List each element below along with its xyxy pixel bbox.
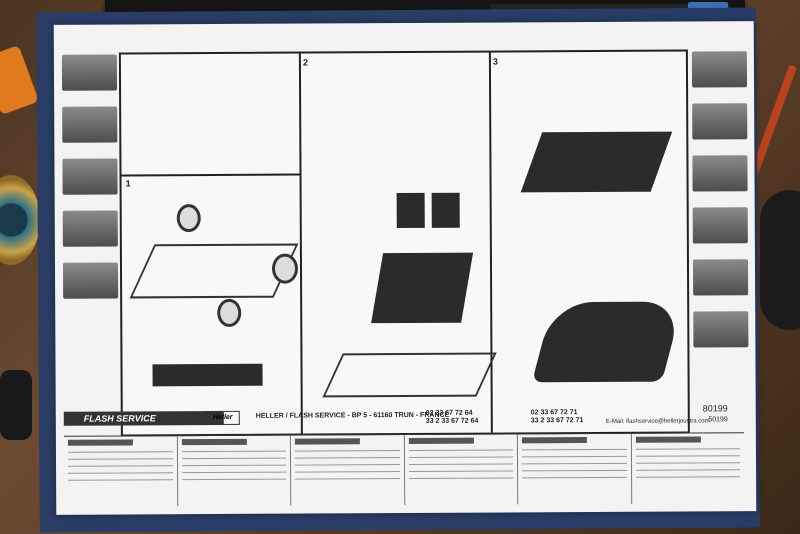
reference-code: 80199 xyxy=(702,403,728,414)
wheel-drawing xyxy=(271,253,299,284)
step-number: 2 xyxy=(302,57,308,68)
assembly-diagram: 1 2 3 xyxy=(118,49,690,437)
phone-number: 33 2 33 67 72 64 xyxy=(425,417,479,425)
order-form xyxy=(404,434,519,506)
phone-number: 02 33 67 72 64 xyxy=(425,409,473,417)
order-form xyxy=(177,435,292,507)
roof-part xyxy=(520,131,673,193)
order-form xyxy=(63,436,178,507)
wheel-drawing xyxy=(217,298,242,327)
chassis-drawing xyxy=(322,352,497,398)
wheel-drawing xyxy=(176,204,201,233)
left-tools xyxy=(0,40,60,340)
phone-number: 02 33 67 72 71 xyxy=(530,409,578,417)
heller-logo: Heller xyxy=(205,410,240,426)
phone-number: 33 2 33 67 72 71 xyxy=(530,417,584,425)
address-line: HELLER / FLASH SERVICE - BP 5 - 61160 TR… xyxy=(255,411,450,420)
dark-object xyxy=(0,370,32,440)
email-address: E-Mail: flashservice@hellerjoustra.com xyxy=(605,418,710,425)
order-form xyxy=(517,433,632,505)
flash-service-banner: FLASH SERVICE xyxy=(63,410,224,426)
reference-code: 50199 xyxy=(708,416,728,424)
order-forms xyxy=(63,432,745,507)
seat-part xyxy=(431,192,460,228)
tape-measure xyxy=(0,175,40,265)
computer-mouse xyxy=(760,190,800,330)
step-number: 1 xyxy=(125,178,131,189)
instruction-sheet: 1 2 3 FLASH SERVICE Heller HELLER / FLAS… xyxy=(53,21,757,515)
interior-tub xyxy=(371,252,474,324)
step-number: 3 xyxy=(492,56,498,67)
car-body xyxy=(531,301,683,383)
order-form xyxy=(631,433,744,504)
right-photo-column xyxy=(691,51,749,363)
left-photo-column xyxy=(61,54,119,315)
seat-part xyxy=(396,192,425,229)
underbody-part xyxy=(152,363,263,387)
orange-clip xyxy=(0,44,40,116)
order-form xyxy=(290,435,405,506)
flash-service-footer: FLASH SERVICE Heller HELLER / FLASH SERV… xyxy=(56,403,757,515)
